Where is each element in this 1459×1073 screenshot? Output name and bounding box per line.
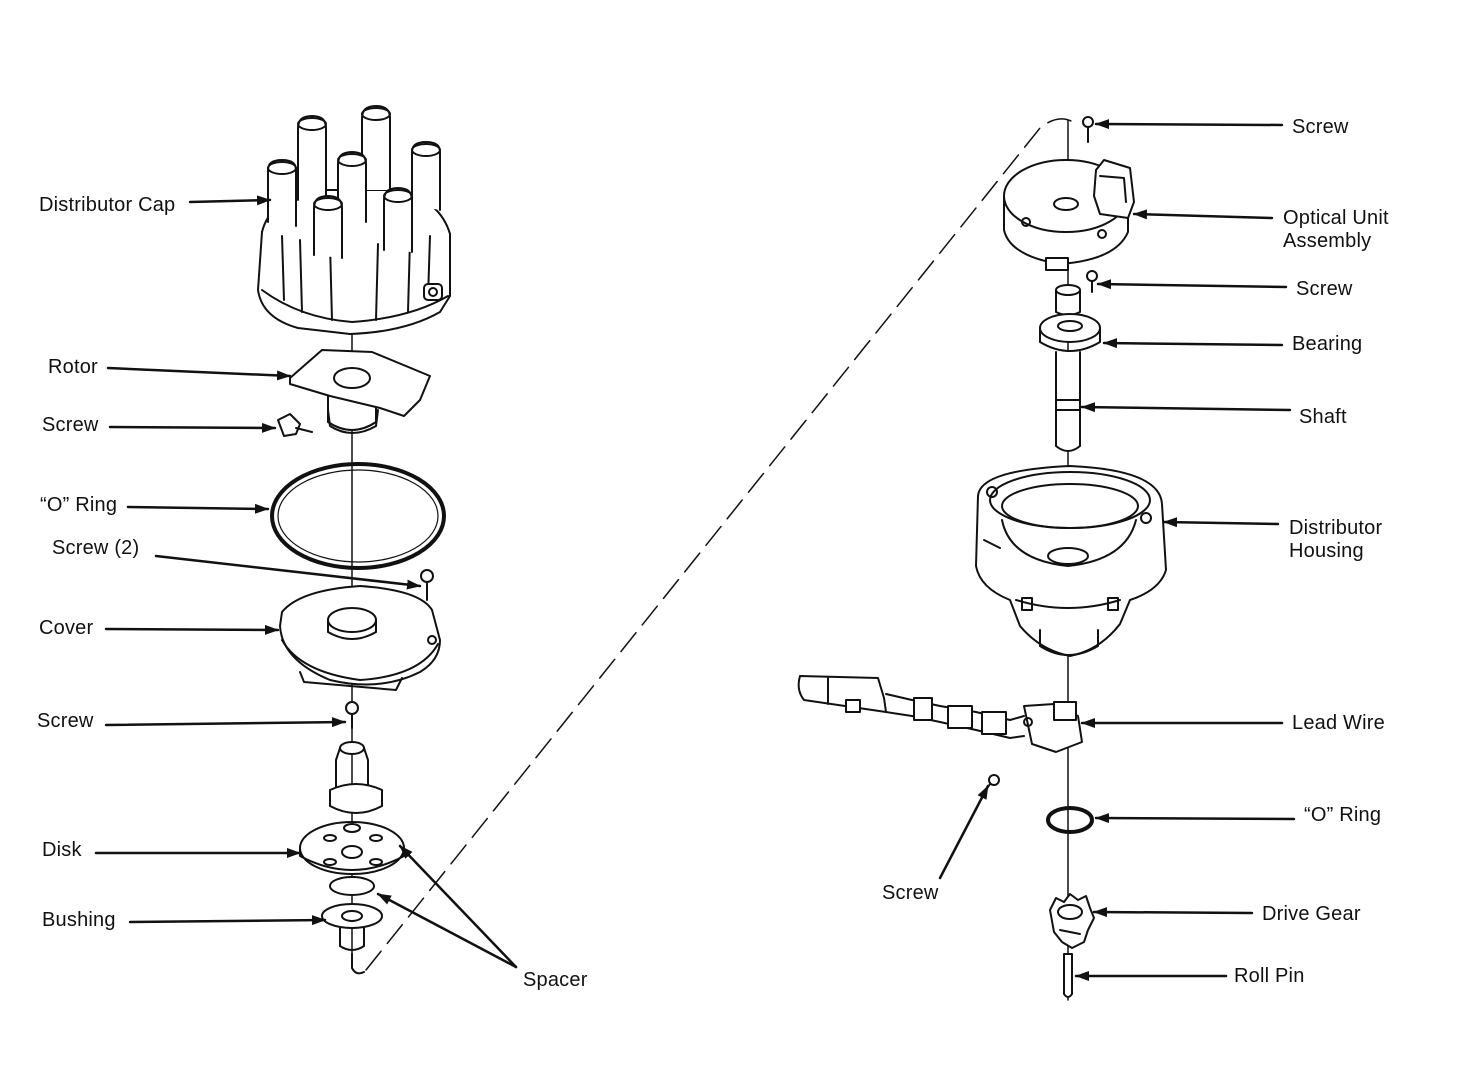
bearing-part bbox=[1039, 284, 1101, 352]
top-screw-part bbox=[1082, 116, 1094, 143]
label-optical-unit-assembly: Optical Unit Assembly bbox=[1283, 207, 1389, 253]
cover-screw-part bbox=[345, 701, 359, 729]
assembly-connector-dashed-line bbox=[365, 118, 1077, 971]
lead-wire-part bbox=[797, 675, 1083, 753]
label-bushing: Bushing bbox=[42, 909, 116, 931]
o-ring-left-part bbox=[270, 462, 446, 570]
label-spacer: Spacer bbox=[523, 969, 588, 991]
label-screw-top: Screw bbox=[1292, 116, 1349, 138]
label-disk: Disk bbox=[42, 839, 82, 861]
bushing-part bbox=[321, 903, 383, 975]
label-roll-pin: Roll Pin bbox=[1234, 965, 1305, 987]
o-ring-right-part bbox=[1046, 806, 1094, 834]
label-distributor-cap: Distributor Cap bbox=[39, 194, 176, 216]
optical-unit-assembly-part bbox=[1003, 159, 1135, 271]
label-optical-unit-line2: Assembly bbox=[1283, 230, 1372, 252]
label-o-ring-right: “O” Ring bbox=[1304, 804, 1382, 826]
label-screw-cover: Screw bbox=[37, 710, 94, 732]
label-shaft: Shaft bbox=[1299, 406, 1347, 428]
cover-part bbox=[279, 585, 441, 691]
disk-part bbox=[299, 821, 405, 875]
label-screw-2: Screw (2) bbox=[52, 537, 140, 559]
shaft-part bbox=[1055, 351, 1081, 452]
label-lead-wire: Lead Wire bbox=[1292, 712, 1385, 734]
distributor-cap-part bbox=[257, 105, 451, 335]
drive-gear-part bbox=[1049, 893, 1095, 949]
roll-pin-part bbox=[1063, 953, 1073, 998]
optical-screw-part bbox=[1086, 270, 1098, 293]
label-optical-unit-line1: Optical Unit bbox=[1283, 207, 1389, 229]
label-screw-rotor: Screw bbox=[42, 414, 99, 436]
leader-lines-left bbox=[94, 195, 518, 969]
label-drive-gear: Drive Gear bbox=[1262, 903, 1361, 925]
cover-screw-pair-part bbox=[420, 569, 434, 601]
label-o-ring-left: “O” Ring bbox=[40, 494, 118, 516]
label-distributor-housing: Distributor Housing bbox=[1289, 517, 1382, 563]
upper-shaft-part bbox=[329, 741, 383, 814]
label-rotor: Rotor bbox=[48, 356, 98, 378]
leader-lines-right bbox=[938, 119, 1296, 981]
label-distributor-housing-line2: Housing bbox=[1289, 540, 1364, 562]
label-bearing: Bearing bbox=[1292, 333, 1363, 355]
label-screw-lead: Screw bbox=[882, 882, 939, 904]
label-distributor-housing-line1: Distributor bbox=[1289, 517, 1383, 539]
rotor-part bbox=[289, 349, 431, 434]
label-screw-optical: Screw bbox=[1296, 278, 1353, 300]
label-cover: Cover bbox=[39, 617, 94, 639]
distributor-housing-part bbox=[975, 465, 1167, 657]
rotor-screw-part bbox=[277, 413, 313, 437]
